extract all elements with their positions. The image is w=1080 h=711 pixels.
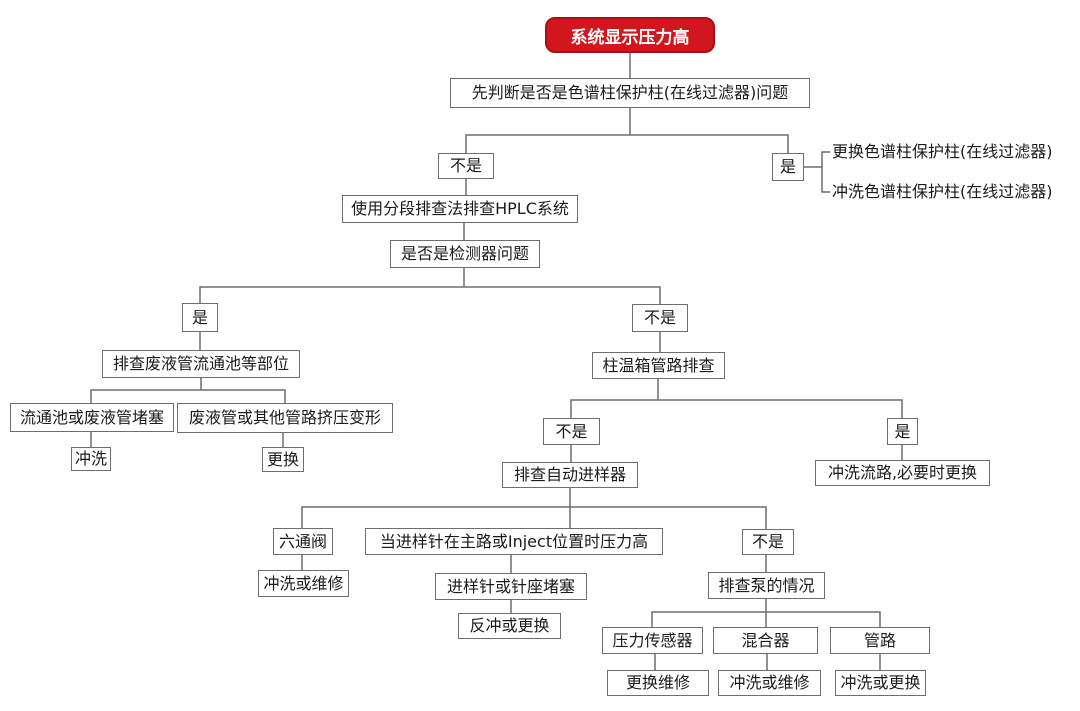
node-waste-tube-deformed: 废液管或其他管路挤压变形 [177,403,393,433]
node-oven-yes: 是 [887,418,918,445]
node-detector-no: 不是 [632,304,688,332]
node-detector-yes: 是 [182,303,218,332]
node-tubing: 管路 [830,627,930,654]
node-needle-seat-clog: 进样针或针座堵塞 [435,573,587,600]
node-guard-yes: 是 [772,153,804,181]
text-replace-guard-column: 更换色谱柱保护柱(在线过滤器) [832,142,1053,161]
node-flush-flowpath-fix: 冲洗流路,必要时更换 [815,460,990,486]
node-check-guard-column-question: 先判断是否是色谱柱保护柱(在线过滤器)问题 [450,78,810,108]
node-detector-question: 是否是检测器问题 [390,240,540,268]
node-guard-no: 不是 [438,153,494,179]
node-tubing-fix: 冲洗或更换 [835,670,926,696]
node-oven-no: 不是 [543,418,600,445]
node-backflush-fix: 反冲或更换 [458,613,561,639]
node-autosampler-check: 排查自动进样器 [502,462,638,488]
node-check-waste-lines: 排查废液管流通池等部位 [102,350,300,378]
node-column-oven-check: 柱温箱管路排查 [592,352,725,379]
node-needle-inject-pressure: 当进样针在主路或Inject位置时压力高 [365,528,663,555]
node-flush-fix: 冲洗 [71,447,111,471]
node-pump-check: 排查泵的情况 [708,572,825,599]
node-sensor-fix: 更换维修 [607,670,709,696]
node-mixer: 混合器 [713,627,818,654]
node-valve-fix: 冲洗或维修 [258,570,349,597]
node-segment-method: 使用分段排查法排查HPLC系统 [342,195,578,223]
node-six-way-valve: 六通阀 [273,528,333,555]
node-pressure-sensor: 压力传感器 [602,627,703,654]
node-mixer-fix: 冲洗或维修 [718,670,821,696]
node-replace-fix: 更换 [262,447,304,472]
node-system-pressure-high: 系统显示压力高 [545,17,715,53]
text-flush-guard-column: 冲洗色谱柱保护柱(在线过滤器) [832,182,1053,201]
node-autosampler-no: 不是 [742,529,794,555]
node-flowcell-clog: 流通池或废液管堵塞 [10,403,174,432]
